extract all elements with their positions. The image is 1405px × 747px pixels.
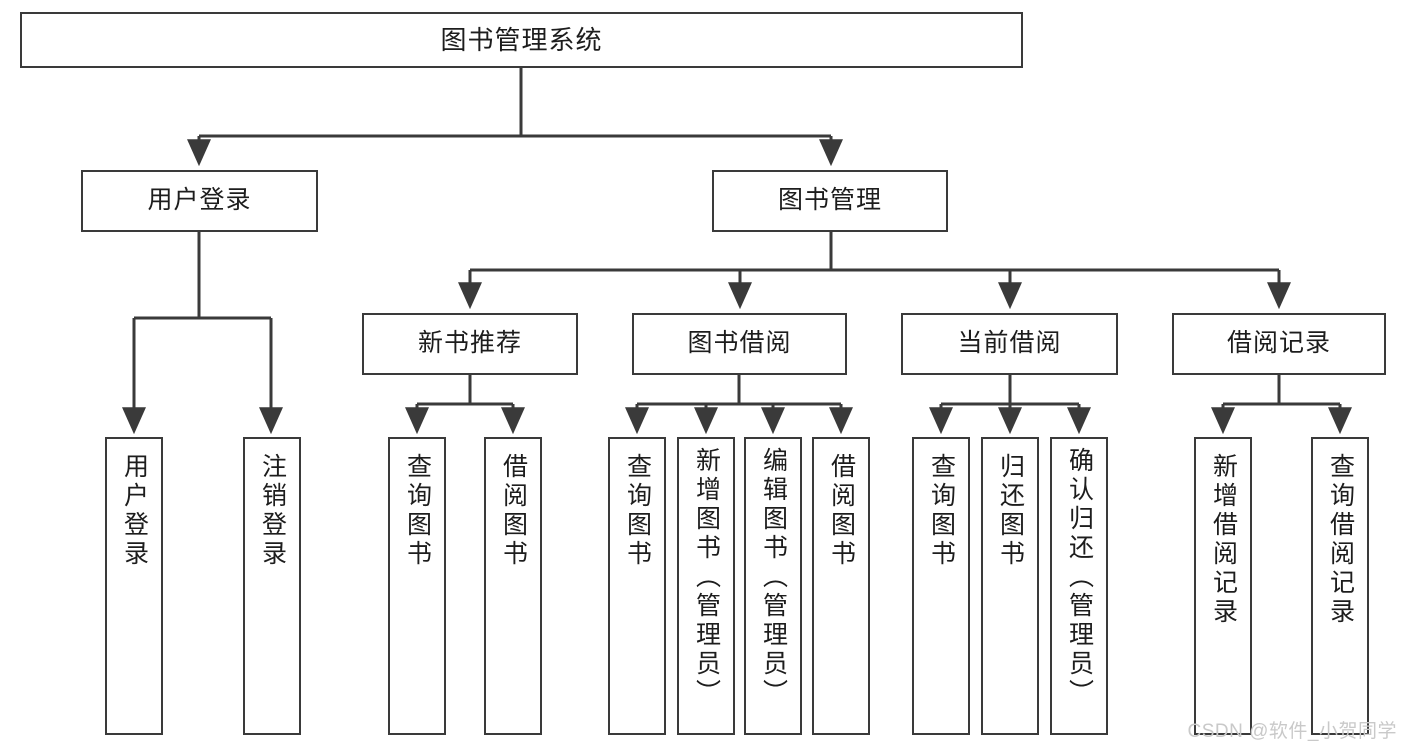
node-label: 图书管理系统 <box>440 24 603 55</box>
node-leaf-query-book-borrow[interactable]: 查询图书 <box>608 437 666 735</box>
node-label: 新增借阅记录 <box>1209 453 1238 627</box>
node-leaf-borrow-book[interactable]: 借阅图书 <box>812 437 870 735</box>
node-label: 编辑图书（管理员） <box>759 447 788 708</box>
node-leaf-query-book-current[interactable]: 查询图书 <box>912 437 970 735</box>
node-label: 归还图书 <box>996 453 1025 569</box>
node-leaf-return-book[interactable]: 归还图书 <box>981 437 1039 735</box>
node-leaf-confirm-return[interactable]: 确认归还（管理员） <box>1050 437 1108 735</box>
node-book-management[interactable]: 图书管理 <box>712 170 948 232</box>
node-label: 当前借阅 <box>957 329 1062 358</box>
node-label: 图书管理 <box>777 186 882 215</box>
node-label: 借阅图书 <box>827 453 856 569</box>
node-user-login[interactable]: 用户登录 <box>81 170 318 232</box>
node-label: 确认归还（管理员） <box>1065 447 1094 708</box>
node-label: 借阅图书 <box>499 453 528 569</box>
node-leaf-query-book-recommend[interactable]: 查询图书 <box>388 437 446 735</box>
node-label: 查询图书 <box>403 453 432 569</box>
node-leaf-logout[interactable]: 注销登录 <box>243 437 301 735</box>
node-leaf-add-book[interactable]: 新增图书（管理员） <box>677 437 735 735</box>
node-leaf-query-borrow-record[interactable]: 查询借阅记录 <box>1311 437 1369 735</box>
node-leaf-borrow-book-recommend[interactable]: 借阅图书 <box>484 437 542 735</box>
node-root-book-management-system[interactable]: 图书管理系统 <box>20 12 1023 68</box>
node-borrow-record[interactable]: 借阅记录 <box>1172 313 1386 375</box>
node-label: 查询借阅记录 <box>1326 453 1355 627</box>
watermark-text: CSDN @软件_小贺同学 <box>1187 721 1397 742</box>
node-label: 用户登录 <box>147 186 252 215</box>
node-label: 新增图书（管理员） <box>692 447 721 708</box>
node-label: 注销登录 <box>258 453 287 569</box>
node-label: 新书推荐 <box>417 329 522 358</box>
node-current-borrow[interactable]: 当前借阅 <box>901 313 1118 375</box>
node-book-borrow[interactable]: 图书借阅 <box>632 313 847 375</box>
node-label: 查询图书 <box>623 453 652 569</box>
node-new-book-recommend[interactable]: 新书推荐 <box>362 313 578 375</box>
node-leaf-add-borrow-record[interactable]: 新增借阅记录 <box>1194 437 1252 735</box>
node-leaf-user-login[interactable]: 用户登录 <box>105 437 163 735</box>
node-label: 借阅记录 <box>1226 329 1331 358</box>
node-leaf-edit-book[interactable]: 编辑图书（管理员） <box>744 437 802 735</box>
node-label: 图书借阅 <box>687 329 792 358</box>
node-label: 查询图书 <box>927 453 956 569</box>
node-label: 用户登录 <box>120 453 149 569</box>
